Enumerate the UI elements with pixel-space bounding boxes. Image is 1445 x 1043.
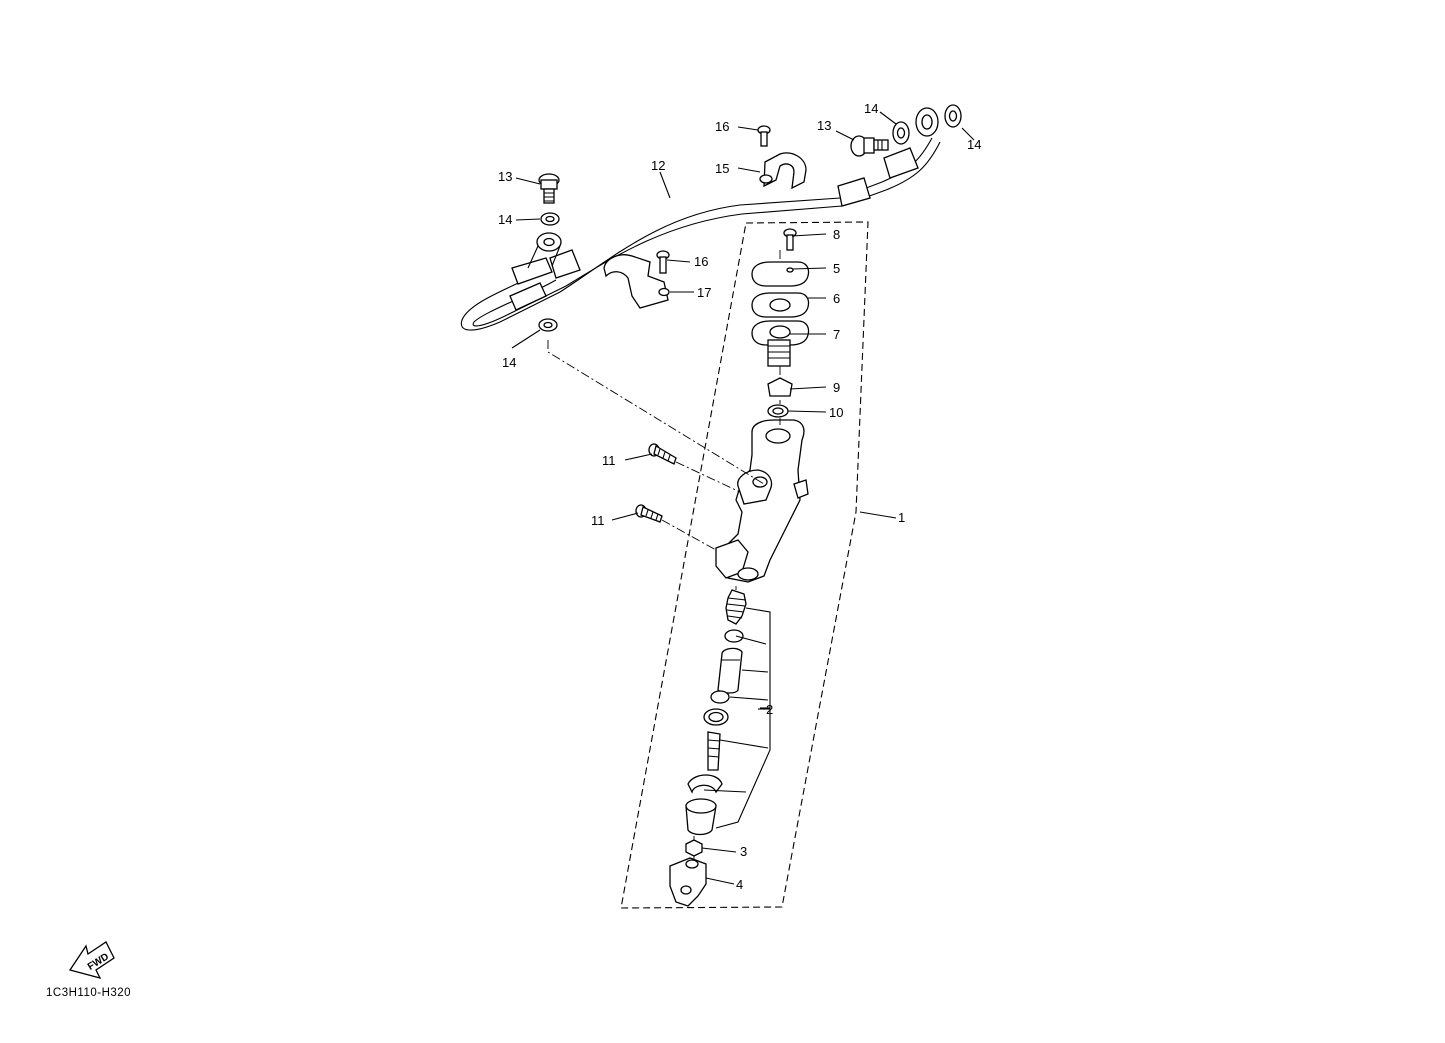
- mounting-bolt-upper: [648, 443, 677, 465]
- diaphragm: [751, 320, 810, 367]
- forward-direction-arrow: FWD: [68, 941, 115, 979]
- banjo-bolt-left: [538, 173, 560, 204]
- washer-left-top: [540, 212, 560, 226]
- callout-14-right-outer: 14: [967, 137, 981, 152]
- drawing-code: 1C3H110-H320: [46, 987, 131, 999]
- callout-16-lower: 16: [694, 254, 708, 269]
- banjo-bolt-right: [850, 135, 889, 157]
- reservoir-cap: [751, 261, 810, 287]
- callout-17: 17: [697, 285, 711, 300]
- callout-14-left-bottom: 14: [502, 355, 516, 370]
- clevis: [669, 857, 707, 907]
- washer-left-bottom: [538, 318, 558, 332]
- assembly-boundary: [620, 221, 869, 909]
- washer-right-inner: [892, 121, 910, 145]
- callout-14-left-top: 14: [498, 212, 512, 227]
- cap-plate: [751, 292, 810, 318]
- callout-12: 12: [651, 158, 665, 173]
- cap-screw: [783, 228, 797, 251]
- screw-lower: [656, 250, 670, 274]
- leader-lines: [511, 111, 975, 885]
- alignment-line-bolt-upper: [675, 461, 741, 493]
- master-cylinder-body: [715, 419, 809, 583]
- callout-16-upper: 16: [715, 119, 729, 134]
- alignment-line-piston: [693, 586, 737, 860]
- callout-10: 10: [829, 405, 843, 420]
- callout-13-left: 13: [498, 169, 512, 184]
- callout-2: 2: [766, 702, 773, 717]
- callout-11-upper: 11: [602, 453, 616, 468]
- hose-holder-upper: [759, 152, 807, 190]
- piston-kit: [685, 589, 771, 836]
- callout-8: 8: [833, 227, 840, 242]
- screw-upper: [757, 125, 771, 147]
- callout-9: 9: [833, 380, 840, 395]
- callout-1: 1: [898, 510, 905, 525]
- callout-11-lower: 11: [591, 513, 605, 528]
- callout-7: 7: [833, 327, 840, 342]
- alignment-line-hose: [547, 340, 765, 485]
- callout-3: 3: [740, 844, 747, 859]
- brake-hose: [460, 107, 941, 331]
- callout-14-right-inner: 14: [864, 101, 878, 116]
- callout-5: 5: [833, 261, 840, 276]
- hose-holder-lower: [603, 254, 670, 309]
- mounting-bolt-lower: [635, 504, 663, 523]
- circlip-top: [767, 404, 789, 418]
- locknut: [685, 839, 703, 857]
- alignment-line-bolt-lower: [661, 519, 717, 551]
- callout-13-right: 13: [817, 118, 831, 133]
- callout-15: 15: [715, 161, 729, 176]
- callout-6: 6: [833, 291, 840, 306]
- washer-right-outer: [944, 104, 962, 128]
- callout-4: 4: [736, 877, 743, 892]
- reservoir-float: [767, 377, 793, 397]
